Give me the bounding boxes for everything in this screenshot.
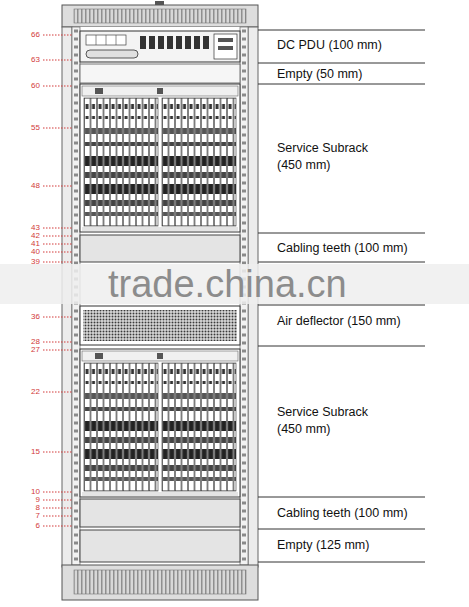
leader-lines bbox=[43, 35, 72, 526]
callout-number: 40 bbox=[14, 247, 40, 257]
callout-number: 36 bbox=[14, 312, 40, 322]
callout-number: 27 bbox=[14, 345, 40, 355]
component-label: Air deflector (150 mm) bbox=[277, 313, 401, 330]
callout-number: 39 bbox=[14, 257, 40, 267]
callout-number: 6 bbox=[14, 521, 40, 531]
component-label: Cabling teeth (100 mm) bbox=[277, 240, 408, 257]
component-label: Service Subrack (450 mm) bbox=[277, 404, 385, 438]
cabling-teeth bbox=[80, 235, 240, 262]
callout-number: 55 bbox=[14, 123, 40, 133]
callout-number: 60 bbox=[14, 81, 40, 91]
component-label: Empty (50 mm) bbox=[277, 66, 362, 83]
service-subrack bbox=[80, 84, 240, 232]
callout-number: 22 bbox=[14, 387, 40, 397]
cabling-teeth bbox=[80, 499, 240, 527]
air-deflector bbox=[80, 306, 240, 345]
callout-number: 66 bbox=[14, 30, 40, 40]
callout-number: 48 bbox=[14, 181, 40, 191]
empty-space bbox=[80, 64, 240, 83]
callout-number: 15 bbox=[14, 447, 40, 457]
watermark: trade.china.cn bbox=[108, 263, 347, 305]
callout-number: 7 bbox=[14, 511, 40, 521]
component-label: Empty (125 mm) bbox=[277, 537, 369, 554]
dc-pdu bbox=[80, 31, 240, 62]
watermark-band bbox=[0, 264, 469, 304]
callout-number: 63 bbox=[14, 55, 40, 65]
component-label: Cabling teeth (100 mm) bbox=[277, 505, 408, 522]
service-subrack bbox=[80, 349, 240, 497]
component-label: Service Subrack (450 mm) bbox=[277, 140, 385, 174]
component-label: DC PDU (100 mm) bbox=[277, 37, 382, 54]
empty-space bbox=[80, 530, 240, 562]
